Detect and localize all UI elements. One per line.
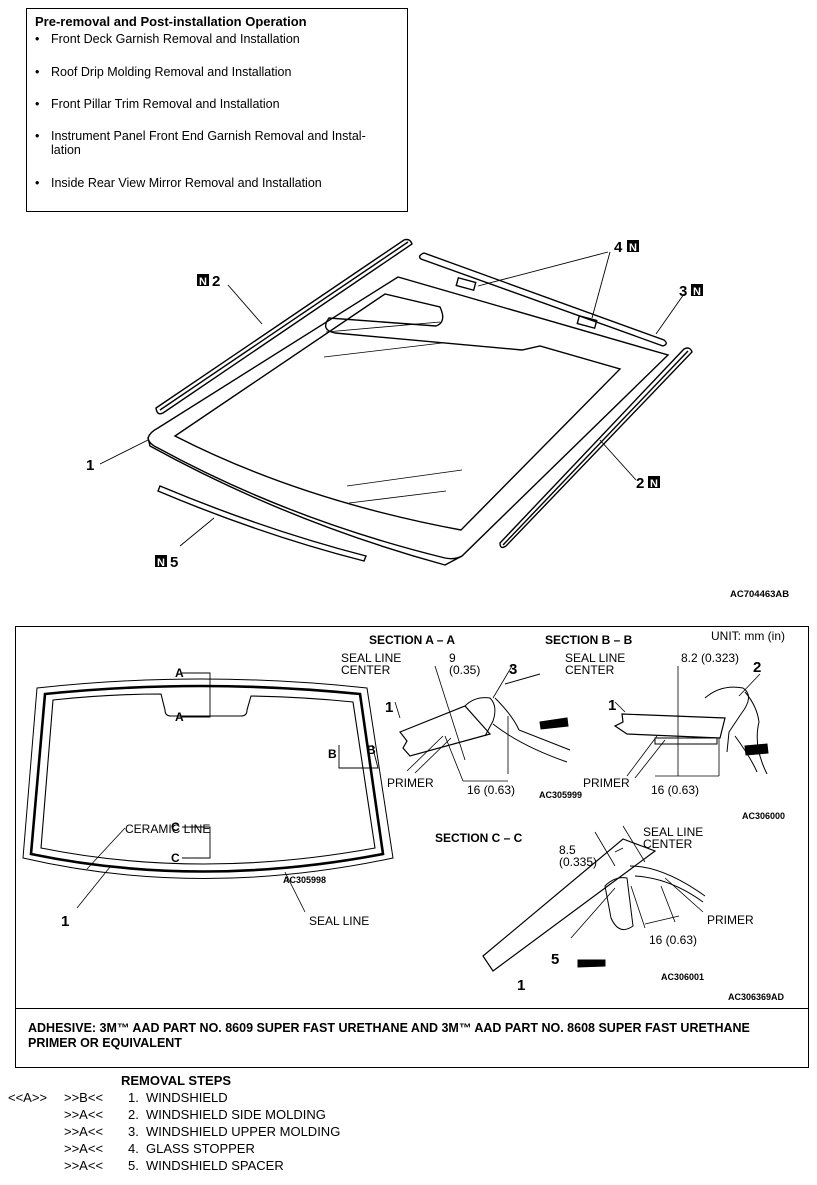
removal-code: >>A<< [64, 1107, 104, 1122]
callout-2: 2 [636, 475, 644, 492]
operations-box: Pre-removal and Post-installation Operat… [26, 8, 408, 212]
section-a-title: SECTION A – A [369, 633, 455, 647]
upper-molding [418, 252, 667, 347]
ceramic-line-label: CERAMIC LINE [125, 822, 210, 836]
callout-5: 5 [551, 951, 559, 968]
new-part-mark: N [693, 286, 701, 298]
ceramic-line-outline [173, 293, 622, 531]
callout-3: 3 [679, 283, 687, 300]
new-part-mark: N [157, 557, 165, 569]
callout-1: 1 [61, 913, 69, 930]
callout-2: 2 [212, 273, 220, 290]
seal-line-center-label: CENTER [565, 663, 615, 677]
new-part-mark: N [650, 478, 658, 490]
windshield-outline [147, 276, 670, 560]
step-name: WINDSHIELD SIDE MOLDING [146, 1107, 326, 1122]
width-label: 16 (0.63) [649, 933, 697, 947]
offset-label: 8.5 [559, 843, 576, 857]
removal-code: >>A<< [64, 1158, 104, 1173]
figure-code: AC305998 [283, 875, 326, 885]
seal-line-center-label: SEAL LINE [565, 651, 625, 665]
seal-line-center-label: SEAL LINE [341, 651, 401, 665]
primer-label: PRIMER [583, 776, 630, 790]
step-number: 4. [128, 1141, 139, 1156]
new-part-mark: N [199, 276, 207, 288]
offset-label: 9 [449, 651, 456, 665]
callout-1: 1 [385, 699, 393, 716]
step-number: 5. [128, 1158, 139, 1173]
section-views-diagram: UNIT: mm (in) A A B B C C CERAMIC LINE S… [22, 629, 785, 1002]
operation-item: •Inside Rear View Mirror Removal and Ins… [35, 176, 322, 190]
seal-line-center-label: CENTER [643, 837, 693, 851]
step-number: 3. [128, 1124, 139, 1139]
offset-label: 8.2 (0.323) [681, 651, 739, 665]
step-name: GLASS STOPPER [146, 1141, 255, 1156]
seal-line-center-label: CENTER [341, 663, 391, 677]
width-label: 16 (0.63) [467, 783, 515, 797]
divider [15, 1008, 809, 1009]
adhesive-note: ADHESIVE: 3M™ AAD PART NO. 8609 SUPER FA… [28, 1021, 750, 1050]
removal-code: >>A<< [64, 1141, 104, 1156]
figure-code: AC306001 [661, 972, 704, 982]
callout-2: 2 [753, 659, 761, 676]
figure-code: AC306369AD [728, 992, 785, 1002]
side-molding-left [155, 238, 413, 415]
callout-5: 5 [170, 554, 178, 571]
section-mark-c: C [171, 820, 180, 834]
operation-item: •Front Deck Garnish Removal and Installa… [35, 32, 300, 46]
primer-label: PRIMER [707, 913, 754, 927]
section-mark-c: C [171, 851, 180, 865]
operation-item: •Instrument Panel Front End Garnish Remo… [35, 129, 366, 157]
operation-item: •Front Pillar Trim Removal and Installat… [35, 97, 280, 111]
removal-steps-heading: REMOVAL STEPS [121, 1073, 232, 1088]
offset-label: (0.35) [449, 663, 480, 677]
callout-4: 4 [614, 239, 623, 256]
front-view-ceramic [40, 693, 376, 865]
primer-label: PRIMER [387, 776, 434, 790]
front-view-outer [22, 678, 394, 879]
side-molding-right [499, 347, 693, 549]
operation-item: •Roof Drip Molding Removal and Installat… [35, 65, 292, 79]
step-name: WINDSHIELD UPPER MOLDING [146, 1124, 341, 1139]
step-name: WINDSHIELD [146, 1090, 228, 1105]
unit-label: UNIT: mm (in) [711, 629, 785, 643]
step-name: WINDSHIELD SPACER [146, 1158, 284, 1173]
section-mark-a: A [175, 666, 184, 680]
figure-code: AC305999 [539, 790, 582, 800]
sections-box [15, 626, 809, 1068]
callout-1: 1 [608, 697, 616, 714]
figure-code: AC704463AB [730, 589, 789, 600]
seal-line-label: SEAL LINE [309, 914, 369, 928]
seal-line-center-label: SEAL LINE [643, 825, 703, 839]
operations-title: Pre-removal and Post-installation Operat… [35, 14, 307, 29]
section-b-title: SECTION B – B [545, 633, 633, 647]
width-label: 16 (0.63) [651, 783, 699, 797]
removal-code: >>A<< [64, 1124, 104, 1139]
section-mark-a: A [175, 710, 184, 724]
offset-label: (0.335) [559, 855, 597, 869]
front-view-seal [29, 684, 385, 873]
spacer [157, 485, 367, 562]
new-part-mark: N [629, 242, 637, 254]
callout-1: 1 [517, 977, 525, 994]
removal-code: >>B<< [64, 1090, 104, 1105]
section-c-title: SECTION C – C [435, 831, 523, 845]
exploded-view-diagram: 1 N 2 2 N 3 N 4 N N 5 AC704463AB [86, 238, 789, 600]
callout-1: 1 [86, 457, 94, 474]
section-mark-b: B [328, 747, 337, 761]
section-mark-b: B [367, 743, 376, 757]
installation-code: <<A>> [8, 1090, 48, 1105]
glass-stopper [455, 276, 477, 292]
step-number: 2. [128, 1107, 139, 1122]
glass-stopper [576, 314, 598, 330]
step-number: 1. [128, 1090, 139, 1105]
figure-code: AC306000 [742, 811, 785, 821]
callout-3: 3 [509, 661, 517, 678]
